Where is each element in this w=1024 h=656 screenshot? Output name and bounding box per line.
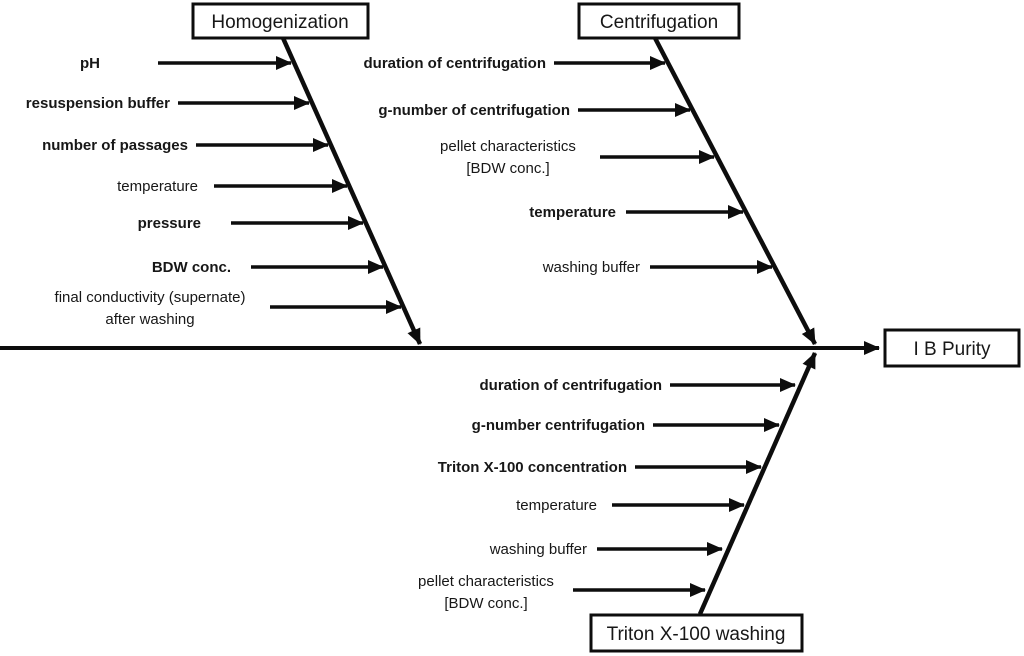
branch-title-homogenization: Homogenization <box>211 12 348 33</box>
branch-line-homogenization <box>280 37 423 345</box>
cause-label-g-number-of-centrifugation: g-number of centrifugation <box>378 102 570 119</box>
cause-label-pellet-characteristics-bottom-line2: [BDW conc.] <box>444 595 527 612</box>
cause-label-final-conductivity-line2: after washing <box>105 311 194 328</box>
cause-label-triton-concentration: Triton X-100 concentration <box>438 459 627 476</box>
cause-label-pellet-characteristics-line2: [BDW conc.] <box>466 160 549 177</box>
branch-title-centrifugation: Centrifugation <box>600 12 718 33</box>
cause-label-ph: pH <box>80 55 100 72</box>
cause-label-washing-buffer-centrifugation: washing buffer <box>542 259 640 276</box>
branch-title-box-homogenization <box>191 2 370 40</box>
cause-label-temperature-bottom: temperature <box>516 497 597 514</box>
cause-label-washing-buffer-bottom: washing buffer <box>489 541 587 558</box>
cause-label-duration-of-centrifugation: duration of centrifugation <box>364 55 546 72</box>
cause-label-pellet-characteristics-bottom: pellet characteristics <box>418 573 554 590</box>
effect-label: I B Purity <box>913 339 991 360</box>
cause-label-final-conductivity: final conductivity (supernate) <box>55 289 246 306</box>
cause-label-resuspension-buffer: resuspension buffer <box>26 95 170 112</box>
branch-title-box-centrifugation <box>577 2 741 40</box>
cause-label-number-of-passages: number of passages <box>42 137 188 154</box>
branch-title-triton-washing: Triton X-100 washing <box>607 624 786 645</box>
cause-label-duration-of-centrifugation-bottom: duration of centrifugation <box>480 377 662 394</box>
branch-line-triton-washing <box>697 352 818 615</box>
cause-label-bdw-conc: BDW conc. <box>152 259 231 276</box>
cause-label-pressure: pressure <box>138 215 201 232</box>
cause-label-g-number-centrifugation-bottom: g-number centrifugation <box>472 417 645 434</box>
cause-label-temperature: temperature <box>117 178 198 195</box>
cause-label-temperature-centrifugation: temperature <box>529 204 616 221</box>
branch-line-centrifugation <box>653 36 817 346</box>
branch-title-box-triton-washing <box>589 613 804 653</box>
cause-label-pellet-characteristics: pellet characteristics <box>440 138 576 155</box>
effect-box <box>883 328 1021 368</box>
